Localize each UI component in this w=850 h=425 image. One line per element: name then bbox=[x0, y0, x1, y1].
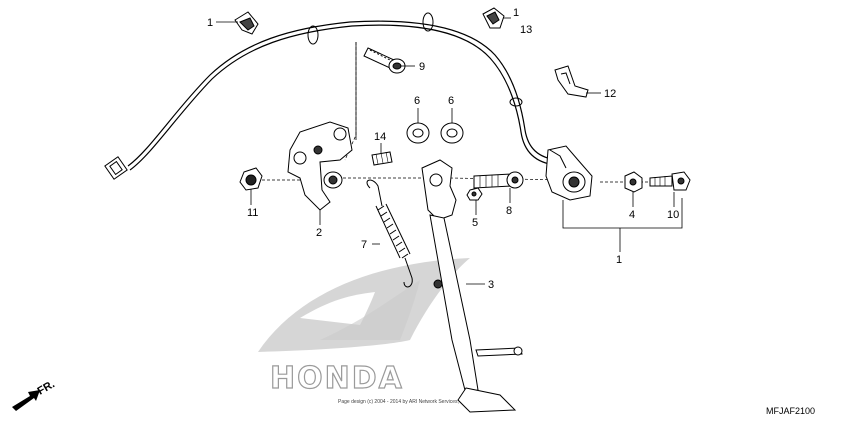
callout-7: 7 bbox=[361, 239, 367, 251]
callout-12: 12 bbox=[604, 88, 616, 100]
diagram-code: MFJAF2100 bbox=[766, 406, 815, 416]
callout-10: 10 bbox=[667, 209, 679, 221]
bracket-12 bbox=[554, 65, 589, 98]
washer-6-right bbox=[440, 122, 464, 144]
front-arrow-icon: FR. bbox=[12, 378, 57, 411]
callout-6-left: 6 bbox=[414, 95, 420, 107]
cable-connector bbox=[104, 156, 128, 180]
washer-4 bbox=[624, 171, 643, 193]
callout-1-clamp-right: 1 bbox=[513, 7, 519, 19]
assembly-bracket-1 bbox=[562, 198, 683, 252]
honda-watermark-text: HONDA bbox=[270, 361, 404, 396]
bracket-2 bbox=[287, 121, 353, 211]
honda-wing-watermark bbox=[258, 258, 470, 352]
callout-3: 3 bbox=[488, 279, 494, 291]
switch-cable bbox=[127, 20, 559, 171]
bolt-8 bbox=[473, 171, 524, 189]
leader-lines bbox=[216, 17, 675, 285]
washer-6-left bbox=[406, 122, 430, 144]
bolt-11 bbox=[239, 167, 263, 191]
callout-9: 9 bbox=[419, 61, 425, 73]
copyright-text: Page design (c) 2004 - 2014 by ARI Netwo… bbox=[338, 399, 468, 405]
side-stand-switch bbox=[545, 145, 593, 201]
side-stand-3 bbox=[421, 159, 523, 413]
nut-5 bbox=[466, 187, 483, 201]
bolt-9 bbox=[363, 47, 406, 74]
clamp-right bbox=[482, 7, 505, 29]
callout-6-right: 6 bbox=[448, 95, 454, 107]
callout-11: 11 bbox=[247, 207, 258, 219]
callout-1-clamp-left: 1 bbox=[207, 17, 213, 29]
callout-labels: 1 1 13 9 12 6 6 14 11 2 5 8 4 10 7 3 1 bbox=[207, 7, 679, 291]
cable-band bbox=[307, 12, 523, 107]
bolt-10 bbox=[649, 171, 691, 191]
callout-2: 2 bbox=[316, 227, 322, 239]
spring-7 bbox=[366, 179, 413, 288]
callout-13: 13 bbox=[520, 24, 532, 36]
callout-1-assembly: 1 bbox=[616, 254, 622, 266]
front-label: FR. bbox=[36, 378, 57, 397]
callout-14: 14 bbox=[374, 131, 386, 143]
clamp-left bbox=[234, 11, 259, 35]
callout-8: 8 bbox=[506, 205, 512, 217]
pin-14 bbox=[371, 151, 393, 166]
callout-4: 4 bbox=[629, 209, 635, 221]
callout-5: 5 bbox=[472, 217, 478, 229]
